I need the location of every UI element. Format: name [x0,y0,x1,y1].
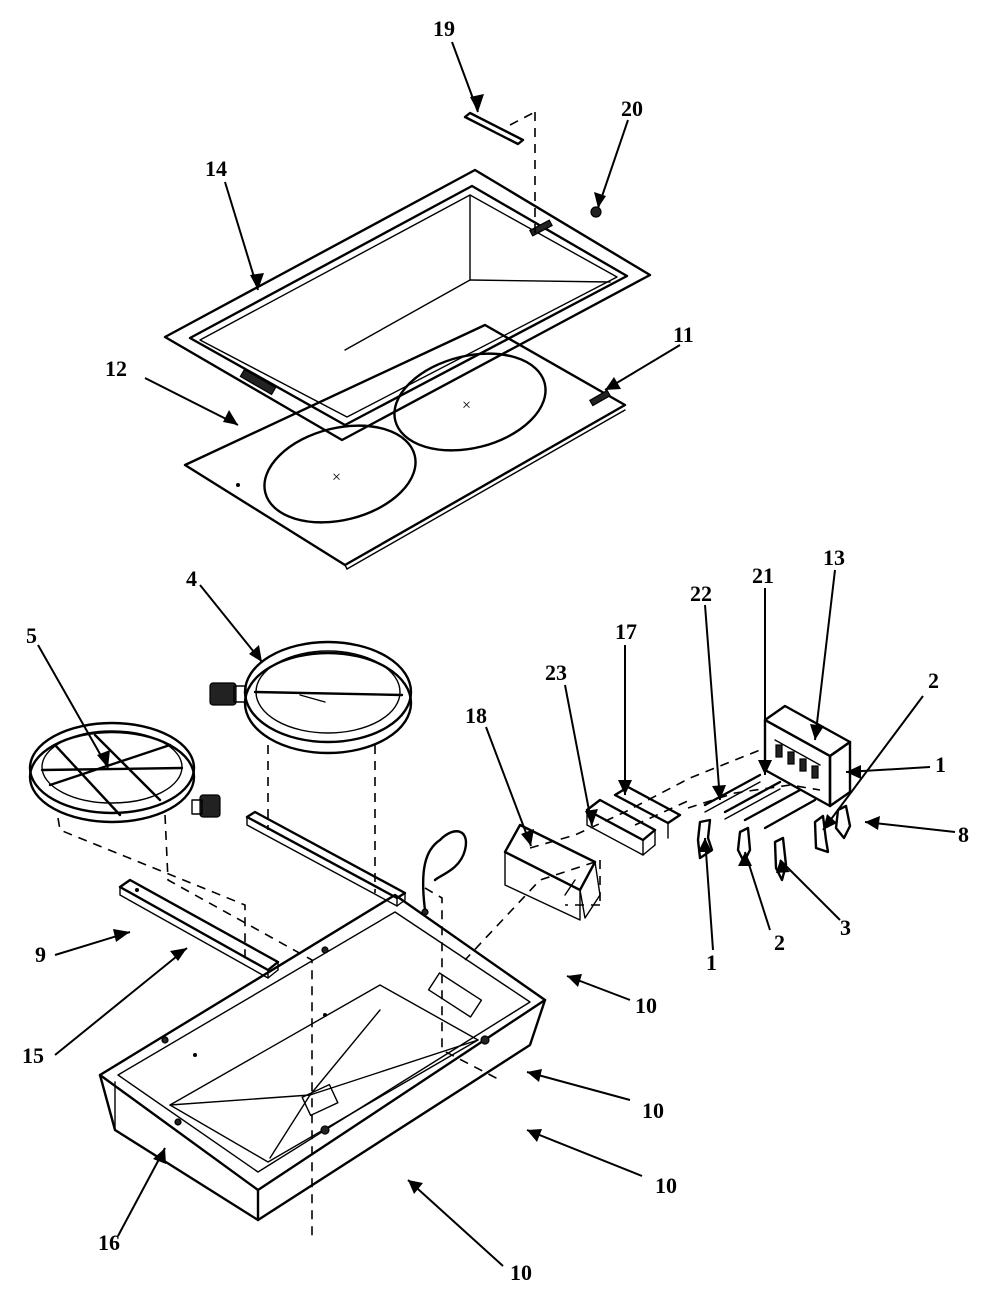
element-center-mark-front: × [332,469,341,486]
callout-14: 14 [205,156,227,181]
callout-4: 4 [186,566,197,591]
bracket-part-23 [585,798,657,856]
glass-cooktop-part-12: × × [183,323,627,570]
callout-17: 17 [615,619,637,644]
callout-10-d: 10 [510,1260,532,1285]
callout-2-top: 2 [928,668,939,693]
callout-1-bottom: 1 [706,950,717,975]
trim-strip-part-19 [463,111,536,240]
support-bracket-part-15 [118,878,280,979]
callout-8: 8 [958,822,969,847]
callout-16: 16 [98,1230,120,1255]
callout-23: 23 [545,660,567,685]
callout-18: 18 [465,703,487,728]
wire-harness [421,830,468,916]
callout-5: 5 [26,623,37,648]
terminal-block-part-13 [763,704,852,808]
callout-9: 9 [35,942,46,967]
callout-10-c: 10 [655,1173,677,1198]
screw-part-20 [590,206,602,218]
leader-lines [37,41,956,1267]
callout-15: 15 [22,1043,44,1068]
radiant-element-part-5 [28,721,221,824]
callout-1-right: 1 [935,752,946,777]
callout-12: 12 [105,356,127,381]
callout-labels: 19 20 14 11 12 13 21 22 4 5 17 23 18 2 1… [22,16,969,1285]
callout-11: 11 [673,322,694,347]
terminal-leads-parts-21-22 [703,773,817,830]
element-center-mark-rear: × [462,397,471,414]
callout-19: 19 [433,16,455,41]
callout-10-b: 10 [642,1098,664,1123]
support-bracket-rear [245,810,407,907]
callout-20: 20 [621,96,643,121]
alignment-dashes [57,745,821,1240]
radiant-element-part-4 [209,640,413,755]
heat-shield-part-18 [503,823,601,921]
callout-2-bottom: 2 [774,930,785,955]
arrow-heads [97,94,880,1194]
callout-22: 22 [690,581,712,606]
cooktop-frame-part-14 [163,168,652,442]
callout-3: 3 [840,915,851,940]
callout-13: 13 [823,545,845,570]
burner-box-part-16 [98,893,547,1222]
callout-21: 21 [752,563,774,588]
callout-10-a: 10 [635,993,657,1018]
